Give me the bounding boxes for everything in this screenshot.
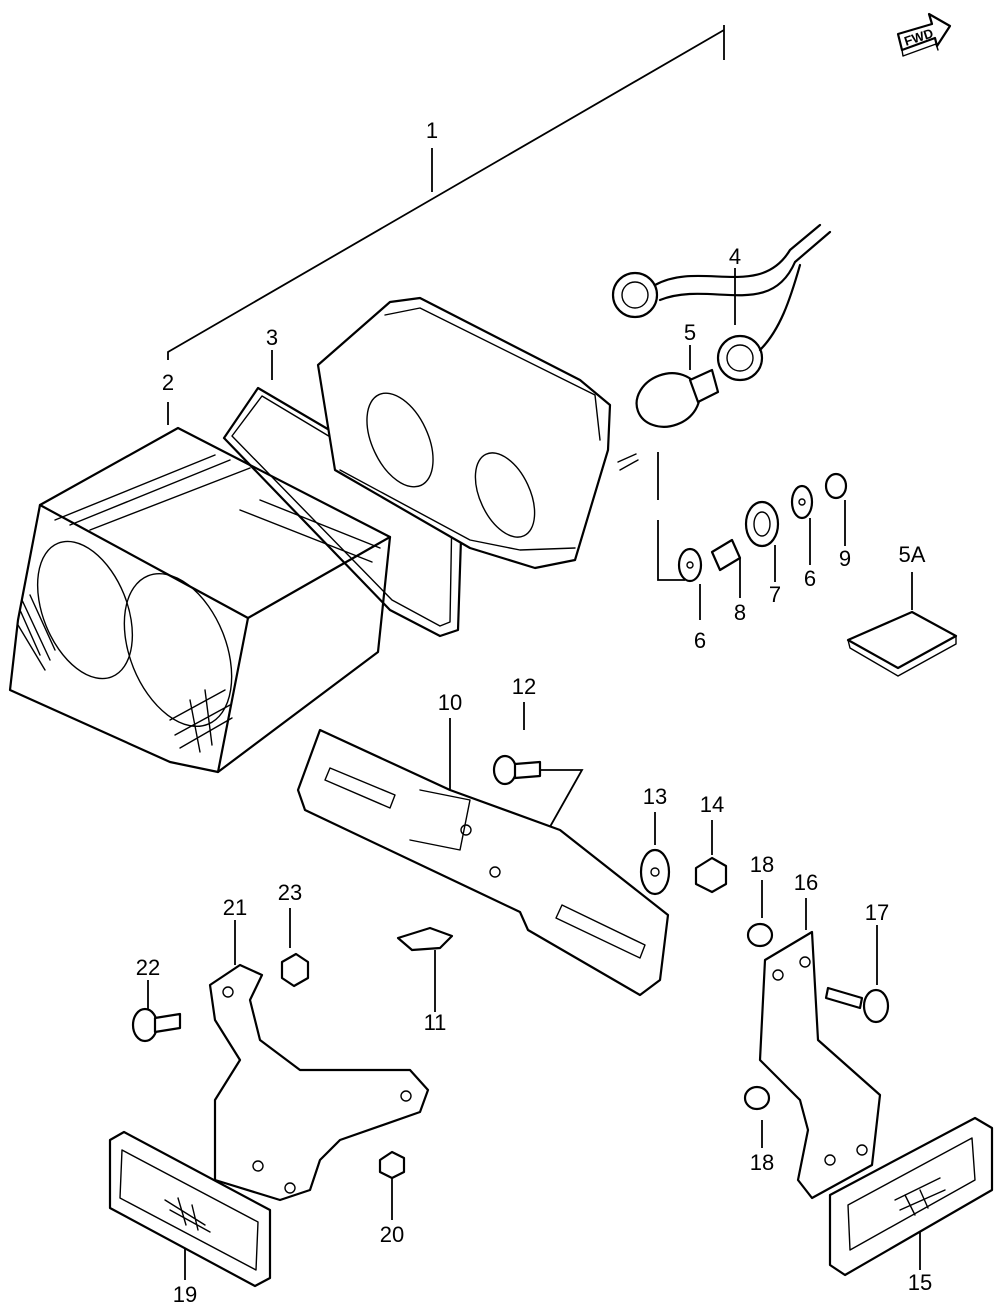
callout-21: 21 [223, 895, 247, 920]
callout-17: 17 [865, 900, 889, 925]
reflector-screw-right [824, 986, 890, 1024]
callout-14: 14 [700, 792, 724, 817]
callout-11: 11 [424, 1010, 447, 1035]
leader-lines [147, 268, 921, 1280]
washer-and-nut [639, 848, 728, 896]
wire-clip [396, 926, 454, 952]
callout-20: 20 [380, 1222, 404, 1247]
assembly-leader-1 [167, 25, 725, 360]
callout-19: 19 [173, 1282, 197, 1307]
callout-18-top: 18 [750, 852, 774, 877]
left-side-reflector [108, 1130, 272, 1288]
bulb-sockets-harness [611, 223, 832, 382]
callout-7: 7 [769, 582, 781, 607]
reflector-screw-left [131, 1007, 182, 1043]
lens-gasket [222, 386, 464, 638]
callout-15: 15 [908, 1270, 932, 1295]
callout-12: 12 [512, 674, 536, 699]
bulb [635, 368, 720, 428]
callout-9: 9 [839, 546, 851, 571]
callout-23: 23 [278, 880, 302, 905]
callout-6-right: 6 [804, 566, 816, 591]
lamp-housing [316, 296, 639, 570]
reflector-nut-left [378, 1150, 406, 1180]
callout-8: 8 [734, 600, 746, 625]
forward-arrow-icon: FWD [896, 12, 952, 57]
callout-5a: 5A [899, 542, 926, 567]
callout-3: 3 [266, 325, 278, 350]
callout-13: 13 [643, 784, 667, 809]
callout-18-bottom: 18 [750, 1150, 774, 1175]
mounting-hardware [677, 472, 848, 583]
right-side-reflector [828, 1116, 994, 1277]
caution-label [846, 610, 958, 677]
license-bracket [296, 728, 670, 997]
callout-10: 10 [438, 690, 462, 715]
right-reflector-bracket [743, 922, 882, 1200]
callout-2: 2 [162, 370, 174, 395]
callout-1: 1 [426, 118, 438, 143]
bracket-screw [492, 754, 542, 786]
callout-22: 22 [136, 955, 160, 980]
callout-5: 5 [684, 320, 696, 345]
callout-4: 4 [729, 244, 741, 269]
fwd-label: FWD [902, 25, 935, 48]
left-reflector-bracket [208, 952, 430, 1202]
callout-6-left: 6 [694, 628, 706, 653]
callout-16: 16 [794, 870, 818, 895]
tail-lamp-lens [8, 426, 392, 774]
callout-numbers: 1 2 3 4 5 5A 6 6 7 8 9 10 11 12 13 14 15… [136, 118, 932, 1307]
